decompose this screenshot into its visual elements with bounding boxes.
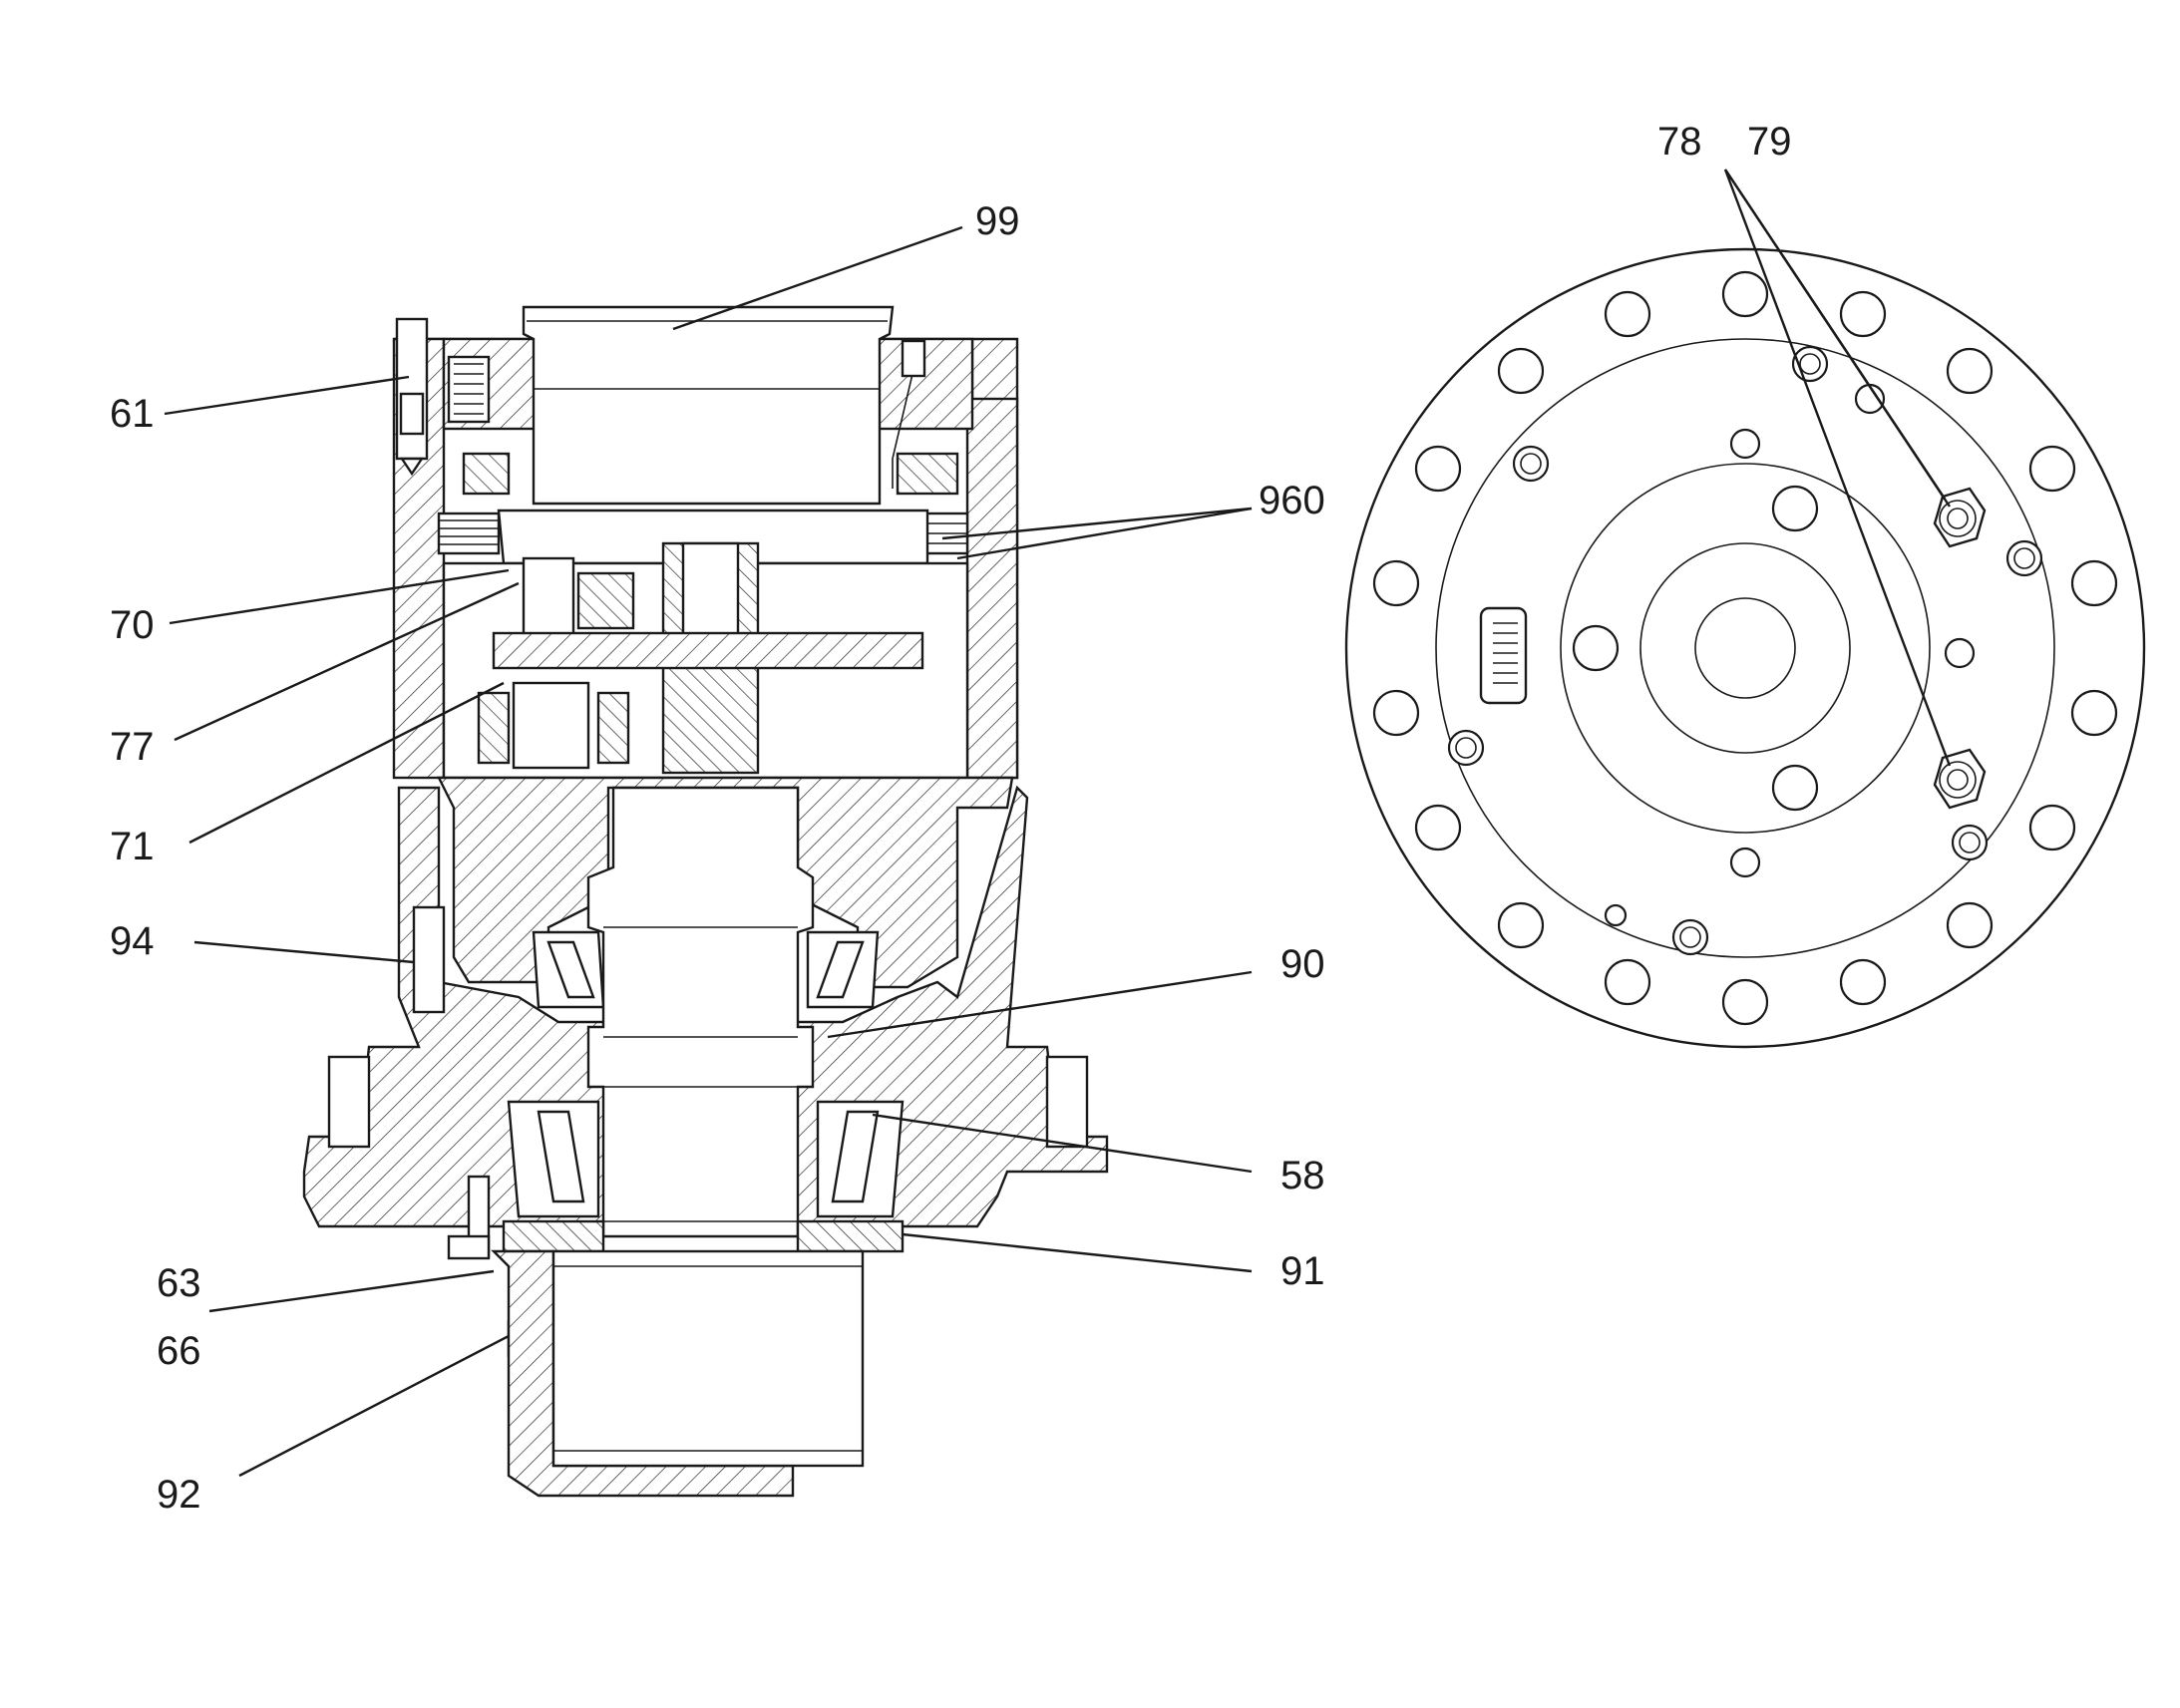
callout-78: 78 bbox=[1657, 120, 1702, 164]
output-shaft bbox=[586, 786, 815, 1238]
planet-gear-upper bbox=[522, 556, 575, 640]
callout-91: 91 bbox=[1280, 1249, 1325, 1293]
callout-92: 92 bbox=[157, 1473, 201, 1517]
section-view bbox=[302, 305, 1109, 1498]
callout-61: 61 bbox=[110, 392, 155, 436]
cover-cap-inner bbox=[551, 1249, 865, 1468]
carrier-bar bbox=[492, 631, 924, 670]
shaft-bore bbox=[1694, 597, 1796, 699]
callout-79: 79 bbox=[1747, 120, 1792, 164]
housing-right-wall bbox=[965, 397, 1019, 780]
callout-70: 70 bbox=[110, 603, 155, 647]
callout-63: 63 bbox=[157, 1261, 201, 1305]
callout-90: 90 bbox=[1280, 942, 1325, 986]
plug-94 bbox=[412, 905, 446, 1014]
callout-58: 58 bbox=[1280, 1154, 1325, 1197]
callout-71: 71 bbox=[110, 825, 155, 868]
front-view bbox=[1344, 247, 2146, 1049]
planet-gear-lower bbox=[512, 681, 590, 770]
nut-91 bbox=[502, 1219, 605, 1253]
callout-94: 94 bbox=[110, 919, 155, 963]
hub-inner-circle bbox=[1639, 542, 1851, 754]
callout-77: 77 bbox=[110, 725, 155, 769]
leader-lines bbox=[164, 169, 1952, 1478]
inner-flange-circle bbox=[1435, 338, 2055, 958]
spring-pack bbox=[447, 355, 491, 424]
callout-99: 99 bbox=[975, 199, 1020, 243]
bolt-61 bbox=[395, 317, 429, 461]
hub-circle bbox=[1560, 463, 1931, 834]
outer-bolt-holes bbox=[1372, 270, 2118, 1026]
callout-960: 960 bbox=[1259, 479, 1325, 522]
plug-79 bbox=[1933, 748, 1987, 810]
small-holes bbox=[1572, 383, 1976, 927]
outer-flange-circle bbox=[1344, 247, 2146, 1049]
cover-99 bbox=[522, 305, 895, 506]
brake-disc-stack bbox=[437, 512, 501, 555]
nameplate bbox=[1479, 606, 1528, 705]
callout-66: 66 bbox=[157, 1329, 201, 1373]
